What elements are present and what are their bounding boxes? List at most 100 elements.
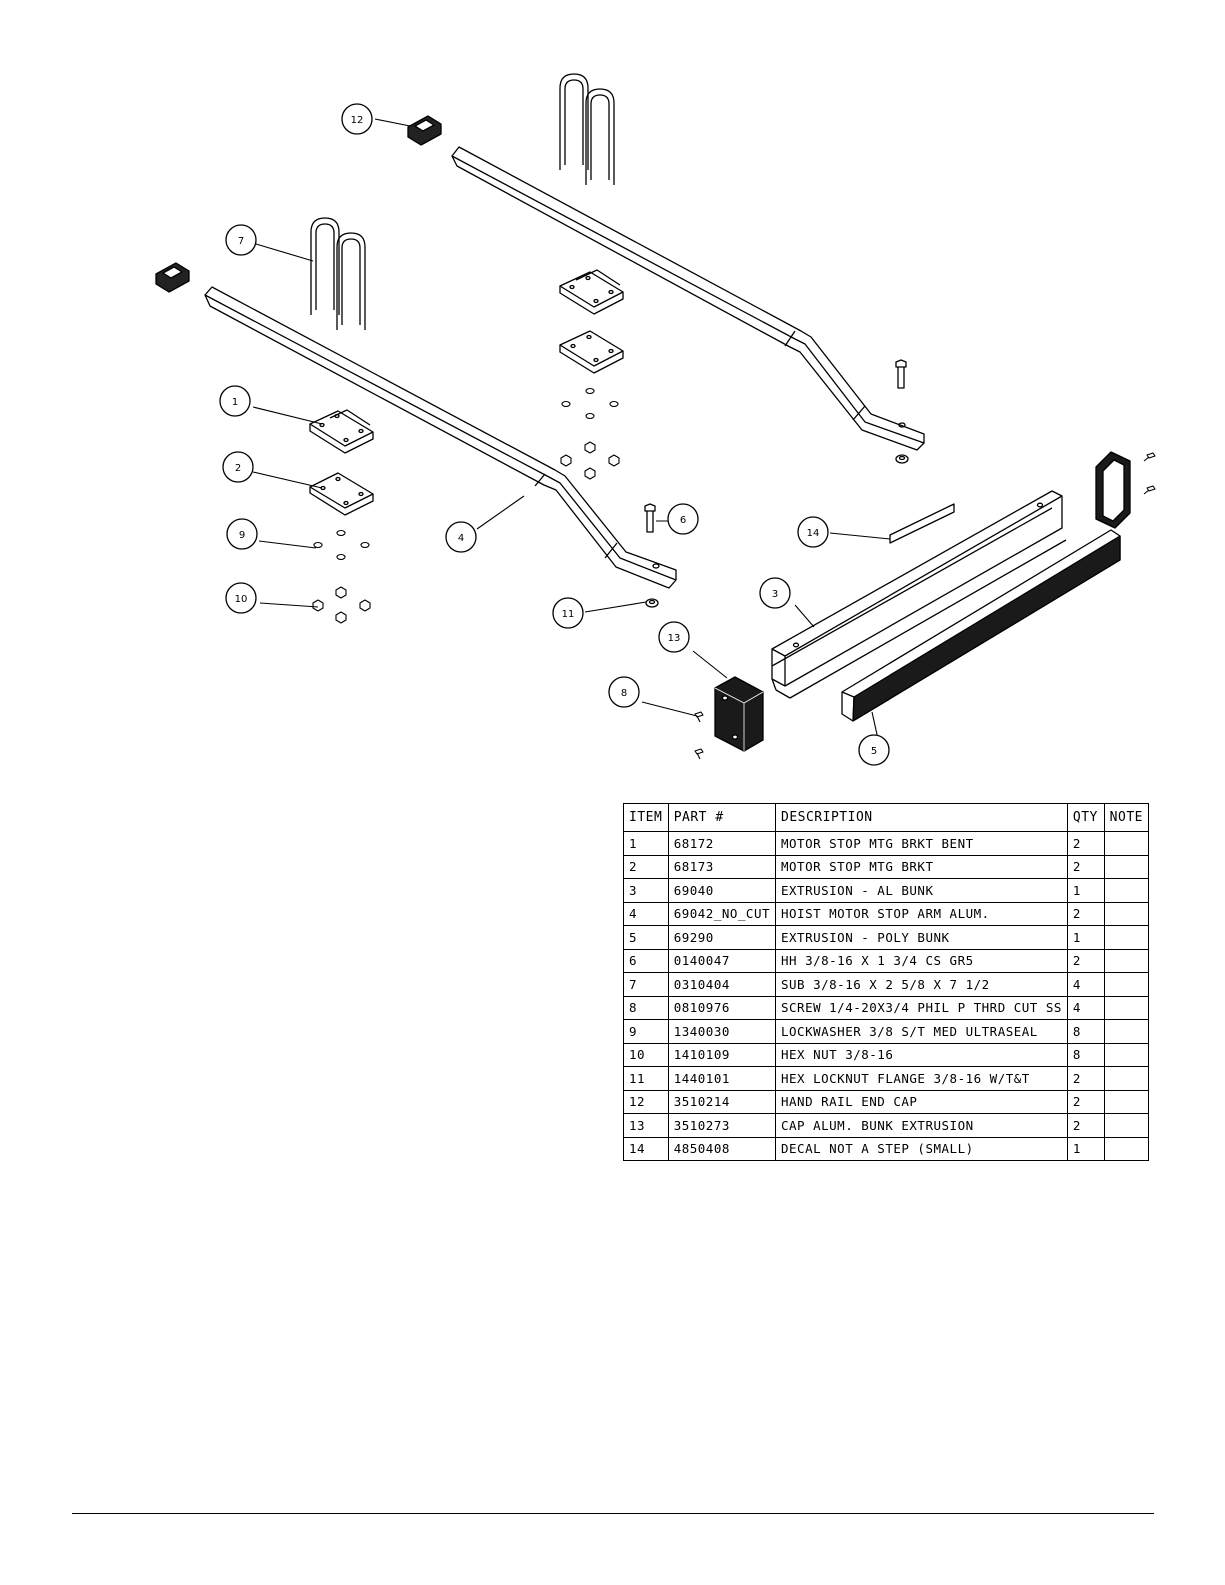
cell-item: 7	[623, 972, 669, 997]
cell-part-number: 3510214	[667, 1089, 777, 1114]
bracket-bent-left	[309, 409, 374, 454]
cell-qty: 8	[1066, 1042, 1105, 1067]
cell-item: 14	[623, 1136, 669, 1161]
callout-5-label: 5	[871, 746, 877, 757]
callout-13: 13	[658, 621, 690, 653]
cell-description: CAP ALUM. BUNK EXTRUSION	[775, 1113, 1068, 1138]
callout-14-label: 14	[807, 528, 820, 539]
cell-qty: 1	[1066, 925, 1105, 950]
cell-description: SCREW 1/4-20X3/4 PHIL P THRD CUT SS	[775, 995, 1068, 1020]
cell-part-number: 0310404	[667, 972, 777, 997]
cell-part-number: 3510273	[667, 1113, 777, 1138]
callout-10-label: 10	[235, 594, 248, 605]
callout-3: 3	[759, 577, 791, 609]
cell-qty: 2	[1066, 1089, 1105, 1114]
bunk-extrusion-cap-front	[714, 676, 764, 752]
cell-description: MOTOR STOP MTG BRKT	[775, 854, 1068, 879]
callout-2-label: 2	[235, 463, 241, 474]
callout-3-label: 3	[772, 589, 778, 600]
callout-4-label: 4	[458, 533, 464, 544]
decal-not-a-step	[889, 503, 955, 544]
cell-item: 4	[623, 901, 669, 926]
callout-12: 12	[341, 103, 373, 135]
cell-part-number: 69290	[667, 925, 777, 950]
cell-item: 10	[623, 1042, 669, 1067]
header-part-number: PART #	[667, 803, 777, 832]
cell-description: HOIST MOTOR STOP ARM ALUM.	[775, 901, 1068, 926]
callout-6: 6	[667, 503, 699, 535]
washers-nuts-left	[312, 529, 371, 624]
cell-part-number: 1340030	[667, 1019, 777, 1044]
cell-qty: 4	[1066, 995, 1105, 1020]
cell-item: 13	[623, 1113, 669, 1138]
cell-note	[1103, 1136, 1150, 1161]
cell-item: 8	[623, 995, 669, 1020]
cell-part-number: 0810976	[667, 995, 777, 1020]
cell-qty: 1	[1066, 878, 1105, 903]
cell-item: 1	[623, 831, 669, 856]
cell-description: HEX LOCKNUT FLANGE 3/8-16 W/T&T	[775, 1066, 1068, 1091]
exploded-assembly-drawing: 1 2 3 4 5 6 7 8 9 10 11 12 13 14	[155, 73, 1156, 766]
cell-note	[1103, 854, 1150, 879]
leader-lines	[252, 118, 891, 749]
callout-9-label: 9	[239, 530, 245, 541]
cell-part-number: 68172	[667, 831, 777, 856]
callout-2: 2	[222, 451, 254, 483]
cell-item: 2	[623, 854, 669, 879]
cell-item: 9	[623, 1019, 669, 1044]
washers-nuts-right	[560, 387, 620, 480]
callout-5: 5	[858, 734, 890, 766]
cell-qty: 2	[1066, 1066, 1105, 1091]
cell-qty: 2	[1066, 831, 1105, 856]
cell-description: SUB 3/8-16 X 2 5/8 X 7 1/2	[775, 972, 1068, 997]
callout-4: 4	[445, 521, 477, 553]
cell-description: HAND RAIL END CAP	[775, 1089, 1068, 1114]
cell-note	[1103, 948, 1150, 973]
cell-part-number: 69042_NO_CUT	[667, 901, 777, 926]
cell-note	[1103, 995, 1150, 1020]
cell-item: 12	[623, 1089, 669, 1114]
callout-7: 7	[225, 224, 257, 256]
callout-11: 11	[552, 597, 584, 629]
aluminum-bunk-extrusion	[771, 490, 1067, 699]
hand-rail-end-cap-left	[155, 262, 190, 293]
cell-qty: 2	[1066, 901, 1105, 926]
u-bolt-right	[559, 73, 615, 185]
cell-description: HEX NUT 3/8-16	[775, 1042, 1068, 1067]
callout-8-label: 8	[621, 688, 627, 699]
hex-bolt-right	[895, 359, 907, 389]
cell-description: EXTRUSION - AL BUNK	[775, 878, 1068, 903]
cell-note	[1103, 1089, 1150, 1114]
cell-item: 5	[623, 925, 669, 950]
cell-qty: 2	[1066, 854, 1105, 879]
bracket-bent-right	[559, 269, 624, 315]
callout-7-label: 7	[238, 236, 244, 247]
cell-part-number: 1440101	[667, 1066, 777, 1091]
callout-1: 1	[219, 385, 251, 417]
cell-note	[1103, 972, 1150, 997]
callout-13-label: 13	[668, 633, 681, 644]
cell-note	[1103, 925, 1150, 950]
cell-part-number: 0140047	[667, 948, 777, 973]
cell-part-number: 1410109	[667, 1042, 777, 1067]
cell-note	[1103, 1113, 1150, 1138]
cell-part-number: 68173	[667, 854, 777, 879]
cell-description: LOCKWASHER 3/8 S/T MED ULTRASEAL	[775, 1019, 1068, 1044]
header-qty: QTY	[1066, 803, 1105, 832]
cell-qty: 2	[1066, 1113, 1105, 1138]
header-item: ITEM	[623, 803, 669, 832]
bracket-flat-left	[309, 472, 374, 516]
hand-rail-end-cap-top	[407, 115, 442, 146]
callout-12-label: 12	[351, 115, 364, 126]
